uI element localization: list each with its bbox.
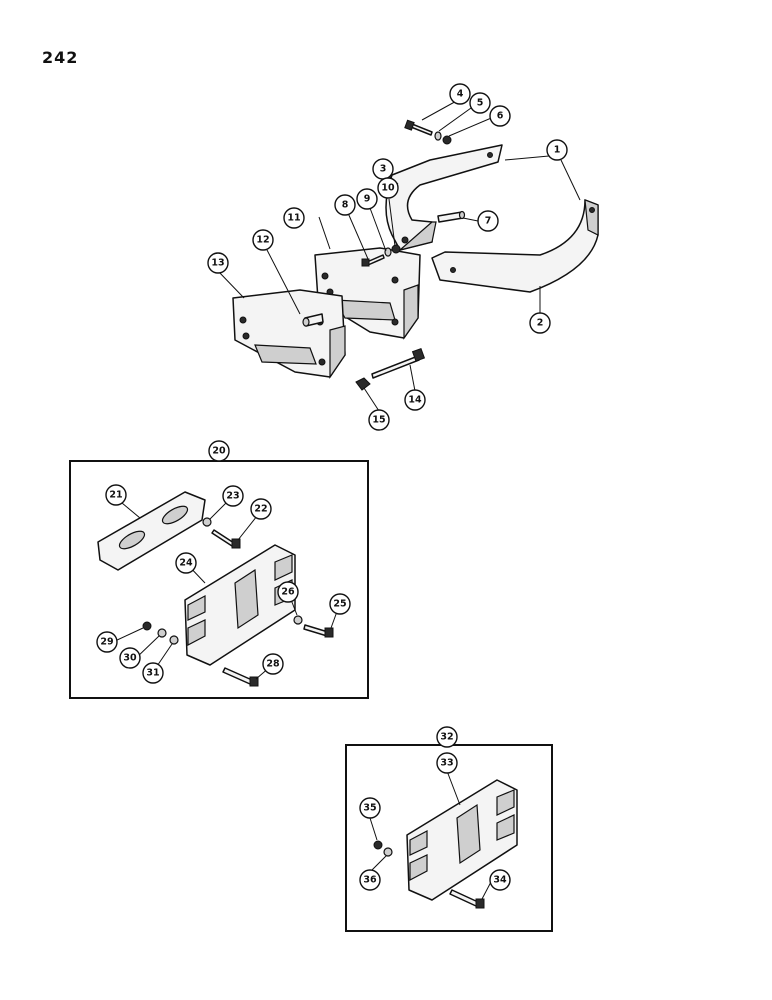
bolt-34 <box>449 889 485 909</box>
callout-9: 9 <box>356 188 378 210</box>
svg-text:14: 14 <box>408 395 422 406</box>
nut-washers-29-31 <box>142 621 179 645</box>
callout-15: 15 <box>368 409 390 431</box>
svg-text:15: 15 <box>372 415 385 426</box>
callout-25: 25 <box>329 593 351 615</box>
callout-28: 28 <box>262 653 284 675</box>
callout-34: 34 <box>489 869 511 891</box>
svg-text:4: 4 <box>457 89 464 100</box>
svg-text:20: 20 <box>212 446 226 457</box>
svg-text:33: 33 <box>440 758 453 769</box>
weight-plate-24 <box>184 544 296 666</box>
callout-4: 4 <box>449 83 471 105</box>
svg-text:31: 31 <box>146 668 159 679</box>
page-number: 242 <box>42 48 79 67</box>
weight-half-left <box>385 144 503 251</box>
nut-washer-35-36 <box>373 840 393 857</box>
svg-text:5: 5 <box>477 98 484 109</box>
callout-21: 21 <box>105 484 127 506</box>
dowel-pin <box>437 210 466 223</box>
callout-6: 6 <box>489 105 511 127</box>
rear-weight <box>232 289 346 379</box>
weight-half-right <box>431 199 599 293</box>
svg-text:9: 9 <box>364 194 371 205</box>
callout-26: 26 <box>277 581 299 603</box>
callout-13: 13 <box>207 252 229 274</box>
svg-text:22: 22 <box>254 504 267 515</box>
callout-14: 14 <box>404 389 426 411</box>
svg-text:36: 36 <box>363 875 377 886</box>
svg-text:34: 34 <box>493 875 507 886</box>
svg-text:11: 11 <box>287 213 300 224</box>
svg-text:30: 30 <box>123 653 137 664</box>
svg-text:25: 25 <box>333 599 346 610</box>
svg-text:12: 12 <box>256 235 269 246</box>
svg-text:28: 28 <box>266 659 280 670</box>
leader-lines-upper <box>217 98 581 412</box>
callout-31: 31 <box>142 662 164 684</box>
washer-and-bolt-22 <box>202 517 241 549</box>
svg-text:7: 7 <box>485 216 492 227</box>
svg-text:32: 32 <box>440 732 453 743</box>
weight-plate-33 <box>406 779 518 901</box>
svg-text:3: 3 <box>380 164 387 175</box>
callout-20: 20 <box>208 440 230 462</box>
callout-30: 30 <box>119 647 141 669</box>
bolt-washer-nut-mid <box>361 244 401 267</box>
svg-text:8: 8 <box>342 200 349 211</box>
svg-text:13: 13 <box>211 258 224 269</box>
callout-5: 5 <box>469 92 491 114</box>
callout-7: 7 <box>477 210 499 232</box>
callout-29: 29 <box>96 631 118 653</box>
callout-24: 24 <box>175 552 197 574</box>
bolt-washer-nut-top <box>404 119 452 145</box>
svg-text:21: 21 <box>109 490 122 501</box>
svg-text:24: 24 <box>179 558 193 569</box>
long-bolt-and-nut <box>355 347 426 391</box>
svg-text:10: 10 <box>381 183 395 194</box>
callout-33: 33 <box>436 752 458 774</box>
callout-35: 35 <box>359 797 381 819</box>
svg-text:6: 6 <box>497 111 504 122</box>
callout-32: 32 <box>436 726 458 748</box>
callout-22: 22 <box>250 498 272 520</box>
svg-text:29: 29 <box>100 637 113 648</box>
callout-11: 11 <box>283 207 305 229</box>
svg-text:23: 23 <box>226 491 239 502</box>
pin <box>302 313 324 327</box>
callout-2: 2 <box>529 312 551 334</box>
callout-10: 10 <box>377 177 399 199</box>
washer-and-bolt-25 <box>293 615 334 638</box>
callout-36: 36 <box>359 869 381 891</box>
svg-text:2: 2 <box>537 318 544 329</box>
bolt-28 <box>222 667 259 687</box>
bracket-21 <box>97 491 206 571</box>
svg-text:35: 35 <box>363 803 376 814</box>
callout-23: 23 <box>222 485 244 507</box>
callout-3: 3 <box>372 158 394 180</box>
callout-8: 8 <box>334 194 356 216</box>
svg-text:1: 1 <box>554 145 561 156</box>
callout-1: 1 <box>546 139 568 161</box>
svg-text:26: 26 <box>281 587 295 598</box>
callout-12: 12 <box>252 229 274 251</box>
